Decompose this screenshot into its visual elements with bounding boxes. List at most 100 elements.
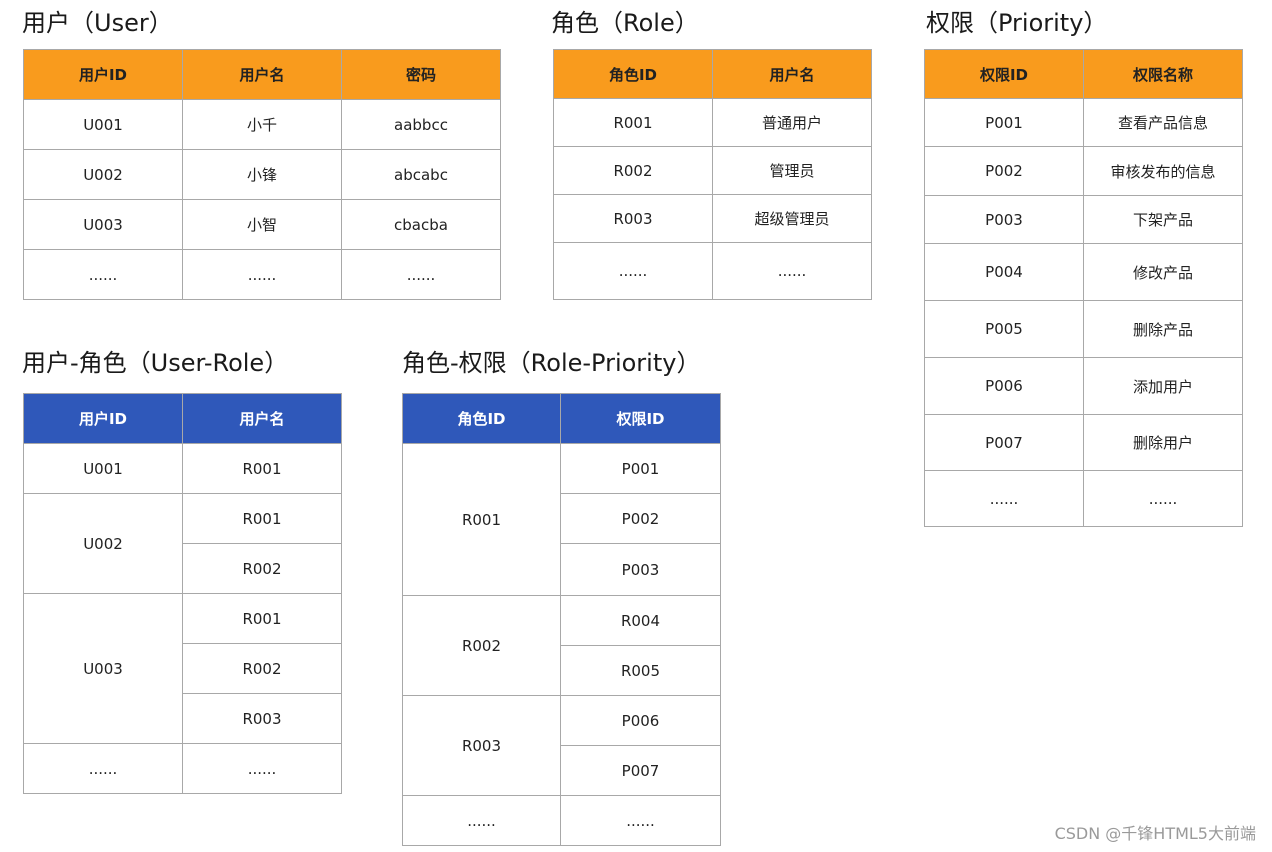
table-row: R001 普通用户 bbox=[553, 98, 872, 147]
table-cell: P003 bbox=[560, 543, 721, 596]
table-cell: abcabc bbox=[341, 149, 501, 200]
header-username: 用户名 bbox=[182, 49, 342, 100]
user-table: 用户ID 用户名 密码 U001 小千 aabbcc U002 小锋 abcab… bbox=[23, 49, 501, 300]
table-row: ...... ...... bbox=[553, 242, 872, 300]
group-key-cell: U003 bbox=[23, 593, 183, 744]
table-row: P006 添加用户 bbox=[924, 357, 1243, 415]
table-row: R002 bbox=[24, 543, 342, 594]
table-cell: 下架产品 bbox=[1083, 195, 1243, 244]
table-row: P002 审核发布的信息 bbox=[924, 146, 1243, 196]
priority-table-title: 权限（Priority） bbox=[926, 9, 1108, 37]
header-priority-name: 权限名称 bbox=[1083, 49, 1243, 99]
table-row: U002 小锋 abcabc bbox=[23, 149, 501, 200]
table-cell: ...... bbox=[23, 249, 183, 300]
table-cell: 添加用户 bbox=[1083, 357, 1243, 415]
table-cell: U003 bbox=[23, 199, 183, 250]
table-cell: R005 bbox=[560, 645, 721, 696]
table-cell: P002 bbox=[560, 493, 721, 544]
table-cell: 小智 bbox=[182, 199, 342, 250]
table-cell: 修改产品 bbox=[1083, 243, 1243, 301]
table-row: P004 修改产品 bbox=[924, 243, 1243, 301]
table-cell: R001 bbox=[553, 98, 713, 147]
header-user-id: 用户ID bbox=[23, 393, 183, 444]
table-cell: ...... bbox=[341, 249, 501, 300]
table-cell: R001 bbox=[182, 593, 342, 644]
table-cell: 管理员 bbox=[712, 146, 872, 195]
table-cell: 查看产品信息 bbox=[1083, 98, 1243, 147]
table-row: U001 小千 aabbcc bbox=[23, 99, 501, 150]
table-cell: U002 bbox=[23, 149, 183, 200]
header-user-id: 用户ID bbox=[23, 49, 183, 100]
role-table-title: 角色（Role） bbox=[551, 9, 699, 37]
header-username: 用户名 bbox=[182, 393, 342, 444]
group-key-cell: ...... bbox=[402, 795, 561, 846]
role-table: 角色ID 用户名 R001 普通用户 R002 管理员 R003 超级管理员 .… bbox=[553, 49, 872, 300]
table-cell: R002 bbox=[182, 543, 342, 594]
csdn-watermark: CSDN @千锋HTML5大前端 bbox=[1054, 824, 1256, 843]
table-row: ...... ...... bbox=[402, 795, 721, 846]
group-key-cell: R002 bbox=[402, 595, 561, 696]
table-cell: R003 bbox=[182, 693, 342, 744]
table-row: R003 P006 bbox=[402, 695, 721, 796]
table-row: P005 删除产品 bbox=[924, 300, 1243, 358]
table-cell: R003 bbox=[553, 194, 713, 243]
table-cell: P007 bbox=[924, 414, 1084, 471]
table-row: ...... ...... ...... bbox=[23, 249, 501, 300]
user-role-table-title: 用户-角色（User-Role） bbox=[22, 349, 289, 377]
table-row: R002 管理员 bbox=[553, 146, 872, 195]
table-cell: 普通用户 bbox=[712, 98, 872, 147]
table-cell: ...... bbox=[924, 470, 1084, 527]
user-table-title: 用户（User） bbox=[22, 9, 173, 37]
table-cell: R002 bbox=[553, 146, 713, 195]
table-cell: P001 bbox=[560, 443, 721, 494]
role-priority-table: 角色ID 权限ID R001 P001 P002 P003 R002 R004 … bbox=[402, 393, 721, 846]
table-row: U001 R001 bbox=[23, 443, 342, 494]
table-row: ...... ...... bbox=[924, 470, 1243, 527]
table-cell: P005 bbox=[924, 300, 1084, 358]
role-priority-table-title: 角色-权限（Role-Priority） bbox=[402, 349, 701, 377]
table-cell: P006 bbox=[560, 695, 721, 746]
table-row: P003 下架产品 bbox=[924, 195, 1243, 244]
table-row: U003 小智 cbacba bbox=[23, 199, 501, 250]
table-row: R001 P001 bbox=[402, 443, 721, 596]
table-cell: ...... bbox=[182, 249, 342, 300]
group-key-cell: U002 bbox=[23, 493, 183, 594]
table-cell: P006 bbox=[924, 357, 1084, 415]
table-cell: ...... bbox=[182, 743, 342, 794]
table-cell: P002 bbox=[924, 146, 1084, 196]
table-cell: aabbcc bbox=[341, 99, 501, 150]
table-cell: R001 bbox=[182, 493, 342, 544]
table-cell: P003 bbox=[924, 195, 1084, 244]
table-cell: R002 bbox=[182, 643, 342, 694]
table-row: U003 R001 bbox=[23, 593, 342, 744]
table-row: R002 bbox=[24, 643, 342, 694]
table-row: P007 bbox=[403, 745, 721, 796]
table-row: P003 bbox=[403, 543, 721, 596]
table-cell: 超级管理员 bbox=[712, 194, 872, 243]
table-cell: 小千 bbox=[182, 99, 342, 150]
table-cell: P007 bbox=[560, 745, 721, 796]
header-password: 密码 bbox=[341, 49, 501, 100]
table-cell: R004 bbox=[560, 595, 721, 646]
priority-table: 权限ID 权限名称 P001 查看产品信息 P002 审核发布的信息 P003 … bbox=[924, 49, 1243, 527]
table-row: ...... ...... bbox=[23, 743, 342, 794]
header-role-name: 用户名 bbox=[712, 49, 872, 99]
table-cell: ...... bbox=[1083, 470, 1243, 527]
table-row: P001 查看产品信息 bbox=[924, 98, 1243, 147]
table-row: U002 R001 bbox=[23, 493, 342, 594]
table-cell: ...... bbox=[560, 795, 721, 846]
table-cell: ...... bbox=[712, 242, 872, 300]
table-cell: ...... bbox=[553, 242, 713, 300]
table-cell: U001 bbox=[23, 99, 183, 150]
header-role-id: 角色ID bbox=[402, 393, 561, 444]
table-cell: 删除用户 bbox=[1083, 414, 1243, 471]
header-role-id: 角色ID bbox=[553, 49, 713, 99]
table-cell: P004 bbox=[924, 243, 1084, 301]
table-cell: cbacba bbox=[341, 199, 501, 250]
table-cell: 删除产品 bbox=[1083, 300, 1243, 358]
table-row: P007 删除用户 bbox=[924, 414, 1243, 471]
table-row: R002 R004 bbox=[402, 595, 721, 696]
group-key-cell: U001 bbox=[23, 443, 183, 494]
table-cell: 审核发布的信息 bbox=[1083, 146, 1243, 196]
table-cell: R001 bbox=[182, 443, 342, 494]
